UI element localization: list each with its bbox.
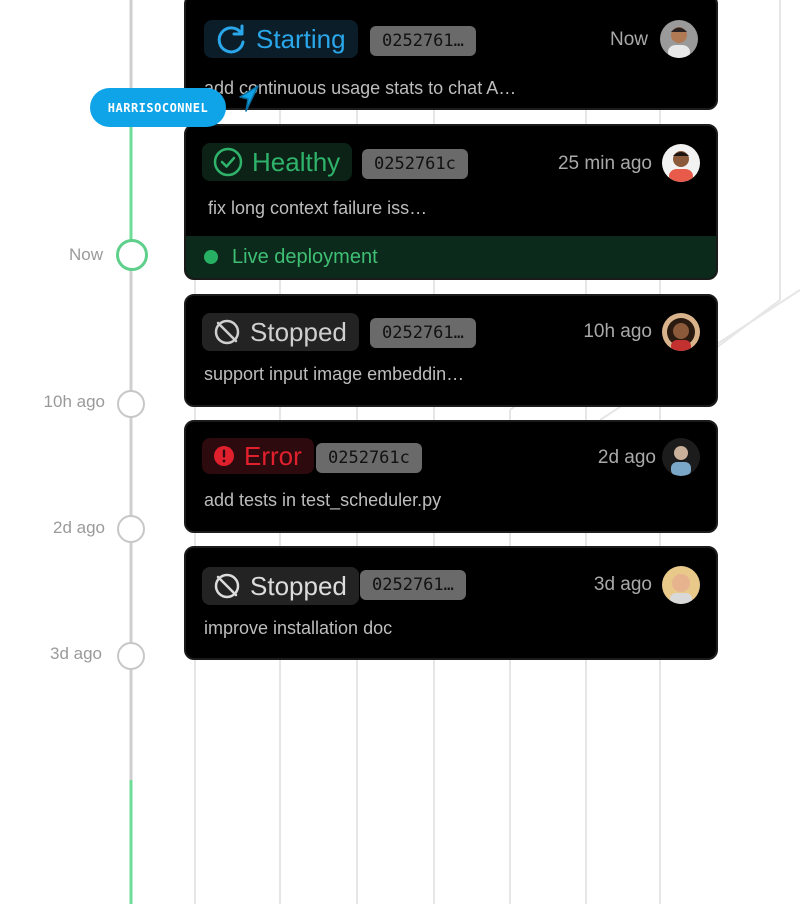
deploy-time: 3d ago — [593, 574, 652, 595]
timeline-label-10h: 10h ago — [43, 392, 105, 411]
timeline-label-3d: 3d ago — [50, 644, 102, 663]
status-label: Stopped — [250, 570, 347, 601]
timeline-node-10h[interactable] — [117, 390, 145, 418]
deploy-time: 10h ago — [583, 321, 652, 342]
timeline-label-now: Now — [68, 245, 103, 264]
status-badge-starting: Starting — [204, 20, 358, 58]
live-deployment-label: Live deployment — [232, 245, 378, 268]
check-circle-icon — [213, 147, 243, 177]
refresh-icon — [217, 24, 245, 54]
deploy-time: 25 min ago — [557, 153, 652, 174]
status-badge-error: Error — [202, 438, 314, 474]
avatar-2 — [662, 144, 700, 182]
stopped-icon — [214, 573, 240, 599]
commit-hash[interactable]: 0252761… — [360, 570, 466, 600]
timeline-node-3d[interactable] — [117, 642, 145, 670]
status-badge-stopped: Stopped — [202, 567, 359, 605]
status-badge-healthy: Healthy — [202, 143, 353, 181]
commit-message: add continuous usage stats to chat A… — [204, 78, 517, 98]
deployment-card[interactable]: Stopped 0252761… 3d ago improve installa… — [184, 546, 718, 660]
deploy-time: Now — [609, 29, 648, 50]
status-label: Healthy — [252, 146, 341, 177]
commit-message: improve installation doc — [204, 618, 393, 638]
deployment-card[interactable]: Healthy 0252761c 25 min ago fix long con… — [184, 124, 718, 280]
status-label: Stopped — [250, 316, 347, 347]
avatar-5 — [662, 566, 700, 604]
commit-message: support input image embeddin… — [204, 364, 465, 384]
commit-hash[interactable]: 0252761… — [370, 318, 476, 348]
avatar-3 — [662, 313, 700, 351]
status-badge-stopped: Stopped — [202, 313, 359, 351]
stopped-icon — [214, 319, 240, 345]
commit-hash[interactable]: 0252761c — [316, 443, 422, 473]
deployment-card[interactable]: Stopped 0252761… 10h ago support input i… — [184, 294, 718, 407]
cursor-pointer-icon — [239, 85, 259, 112]
collaborator-cursor-label: HARRISOCONNEL — [90, 88, 226, 127]
avatar-4 — [662, 438, 700, 476]
commit-message: fix long context failure iss… — [208, 198, 428, 218]
commit-hash[interactable]: 0252761… — [370, 26, 476, 56]
timeline-node-now[interactable] — [116, 239, 148, 271]
avatar-1 — [660, 20, 698, 58]
deploy-time: 2d ago — [597, 447, 656, 468]
deployment-card[interactable]: Starting 0252761… Now add continuous usa… — [184, 0, 718, 110]
status-label: Error — [244, 440, 302, 471]
live-dot-icon — [204, 250, 218, 264]
deployment-card[interactable]: Error 0252761c 2d ago add tests in test_… — [184, 420, 718, 533]
commit-hash[interactable]: 0252761c — [362, 149, 468, 179]
live-deployment-bar[interactable]: Live deployment — [186, 236, 716, 278]
status-label: Starting — [256, 23, 346, 54]
timeline-label-2d: 2d ago — [53, 518, 105, 537]
commit-message: add tests in test_scheduler.py — [204, 490, 442, 510]
error-icon — [214, 446, 234, 466]
timeline-node-2d[interactable] — [117, 515, 145, 543]
